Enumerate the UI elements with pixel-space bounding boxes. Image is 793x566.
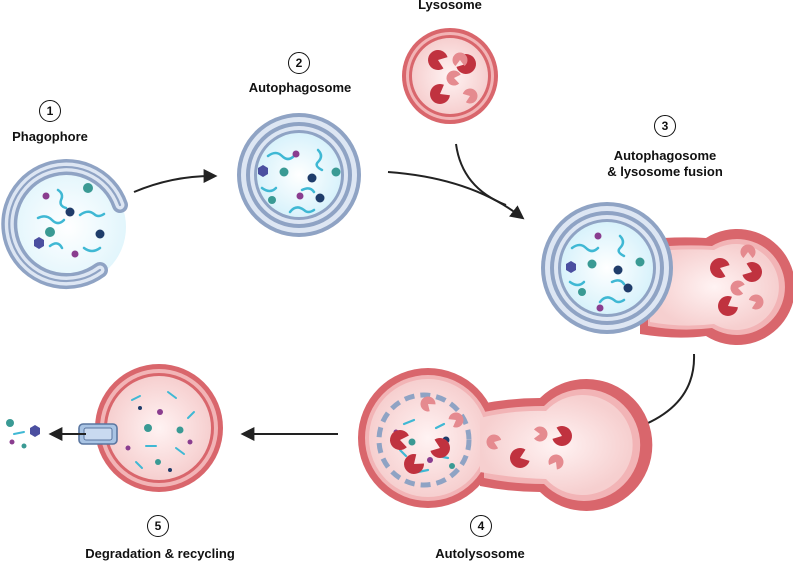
- autolysosome-icon: [358, 368, 653, 511]
- pore-icon: [78, 423, 118, 445]
- arrow-1-2: [133, 169, 218, 193]
- step-5-number: 5: [147, 515, 169, 537]
- fusion-icon: [541, 202, 793, 345]
- degradation-cell-icon: [95, 364, 223, 492]
- step-5-label: Degradation & recycling: [85, 546, 235, 561]
- lysosome-icon: [402, 28, 498, 124]
- step-4-label: Autolysosome: [435, 546, 525, 561]
- step-3-label: Autophagosome & lysosome fusion: [607, 148, 723, 179]
- step-3-number: 3: [654, 115, 676, 137]
- phagophore-icon: [1, 159, 128, 290]
- step-1-number: 1: [39, 100, 61, 122]
- step-2-number: 2: [288, 52, 310, 74]
- autophagosome-icon: [237, 113, 361, 237]
- arrow-lysosome-3: [455, 143, 507, 206]
- step-2-label: Autophagosome: [248, 80, 352, 95]
- step-4-number: 4: [470, 515, 492, 537]
- step-1-label: Phagophore: [12, 129, 88, 144]
- lysosome-label: Lysosome: [418, 0, 482, 12]
- recycled-molecules-icon: [6, 419, 40, 449]
- arrow-2-3: [387, 171, 525, 220]
